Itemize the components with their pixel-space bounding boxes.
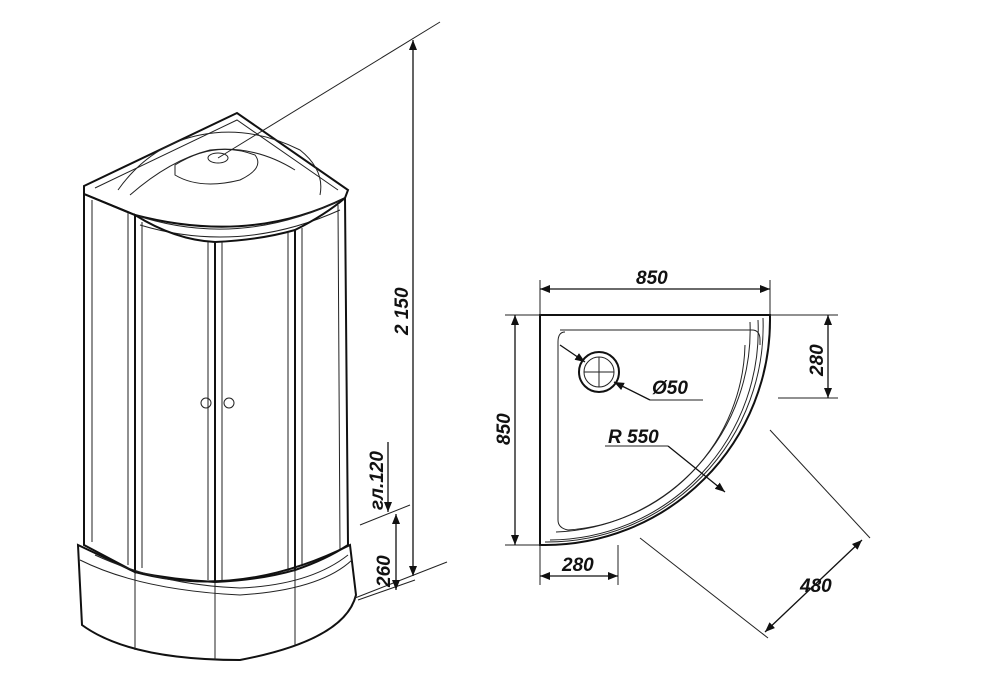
height-label: 2 150 — [392, 287, 413, 336]
right-offset-label: 280 — [807, 344, 828, 377]
drain-outer — [578, 351, 620, 393]
door-handle-left — [200, 397, 212, 409]
cabin-isometric — [76, 21, 448, 662]
depth-label: гл.120 — [367, 451, 388, 510]
tray-height-label: 260 — [374, 555, 395, 588]
width-label: 850 — [636, 268, 668, 289]
drain-label: Ø50 — [652, 378, 688, 399]
door-panel-right — [214, 228, 296, 584]
plan-view — [539, 314, 771, 546]
diagonal-label: 480 — [799, 576, 832, 597]
depth-label-plan: 850 — [494, 413, 515, 445]
door-handle-right — [223, 397, 235, 409]
roof-cap — [83, 111, 350, 238]
diagonal-dimension-line — [764, 539, 863, 633]
radius-label: R 550 — [608, 427, 659, 448]
shower-tray — [76, 543, 358, 662]
bottom-offset-label: 280 — [561, 555, 594, 576]
